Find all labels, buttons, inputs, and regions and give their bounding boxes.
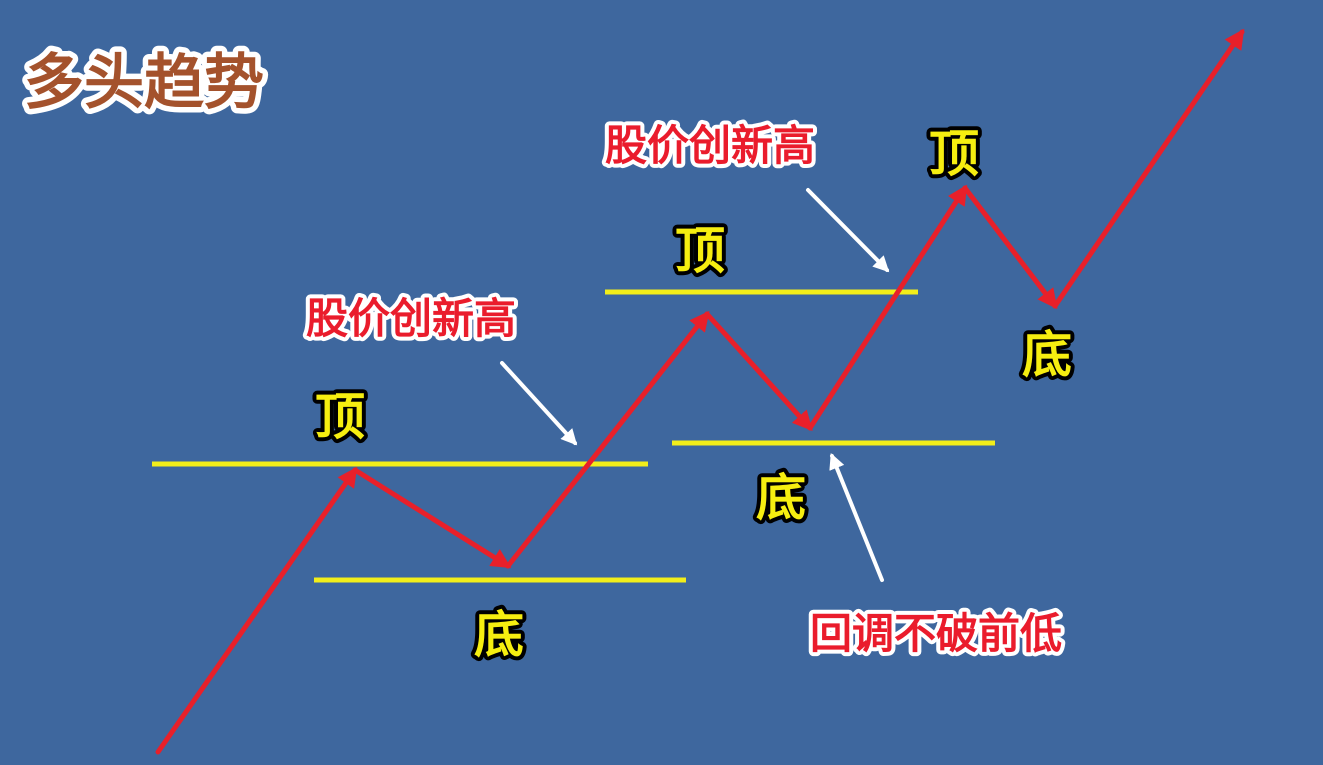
trend-segment-1 (155, 466, 358, 755)
trend-segment-3 (505, 310, 710, 569)
trend-segment-7 (1052, 28, 1245, 309)
annotation-higher-low: 回调不破前低 (810, 609, 1062, 658)
top-label-2: 顶 (675, 222, 725, 280)
annotation-new-high-1: 股价创新高 (306, 294, 516, 343)
top-label-1: 顶 (315, 388, 365, 446)
pointer-arrow-icon (829, 453, 884, 582)
bottom-label-1: 底 (474, 606, 524, 664)
diagram-title: 多头趋势 (24, 48, 264, 118)
pointer-arrow-icon (806, 188, 890, 273)
trend-segment-4 (704, 311, 813, 431)
annotation-new-high-2: 股价创新高 (605, 121, 815, 170)
bottom-label-3: 底 (1022, 326, 1072, 384)
trend-line (155, 28, 1245, 755)
trend-segment-5 (807, 184, 968, 431)
trend-segment-6 (962, 185, 1058, 310)
bottom-label-2: 底 (756, 469, 806, 527)
top-label-3: 顶 (929, 125, 979, 183)
pointer-arrow-icon (500, 361, 578, 446)
trend-segment-2 (352, 467, 512, 569)
